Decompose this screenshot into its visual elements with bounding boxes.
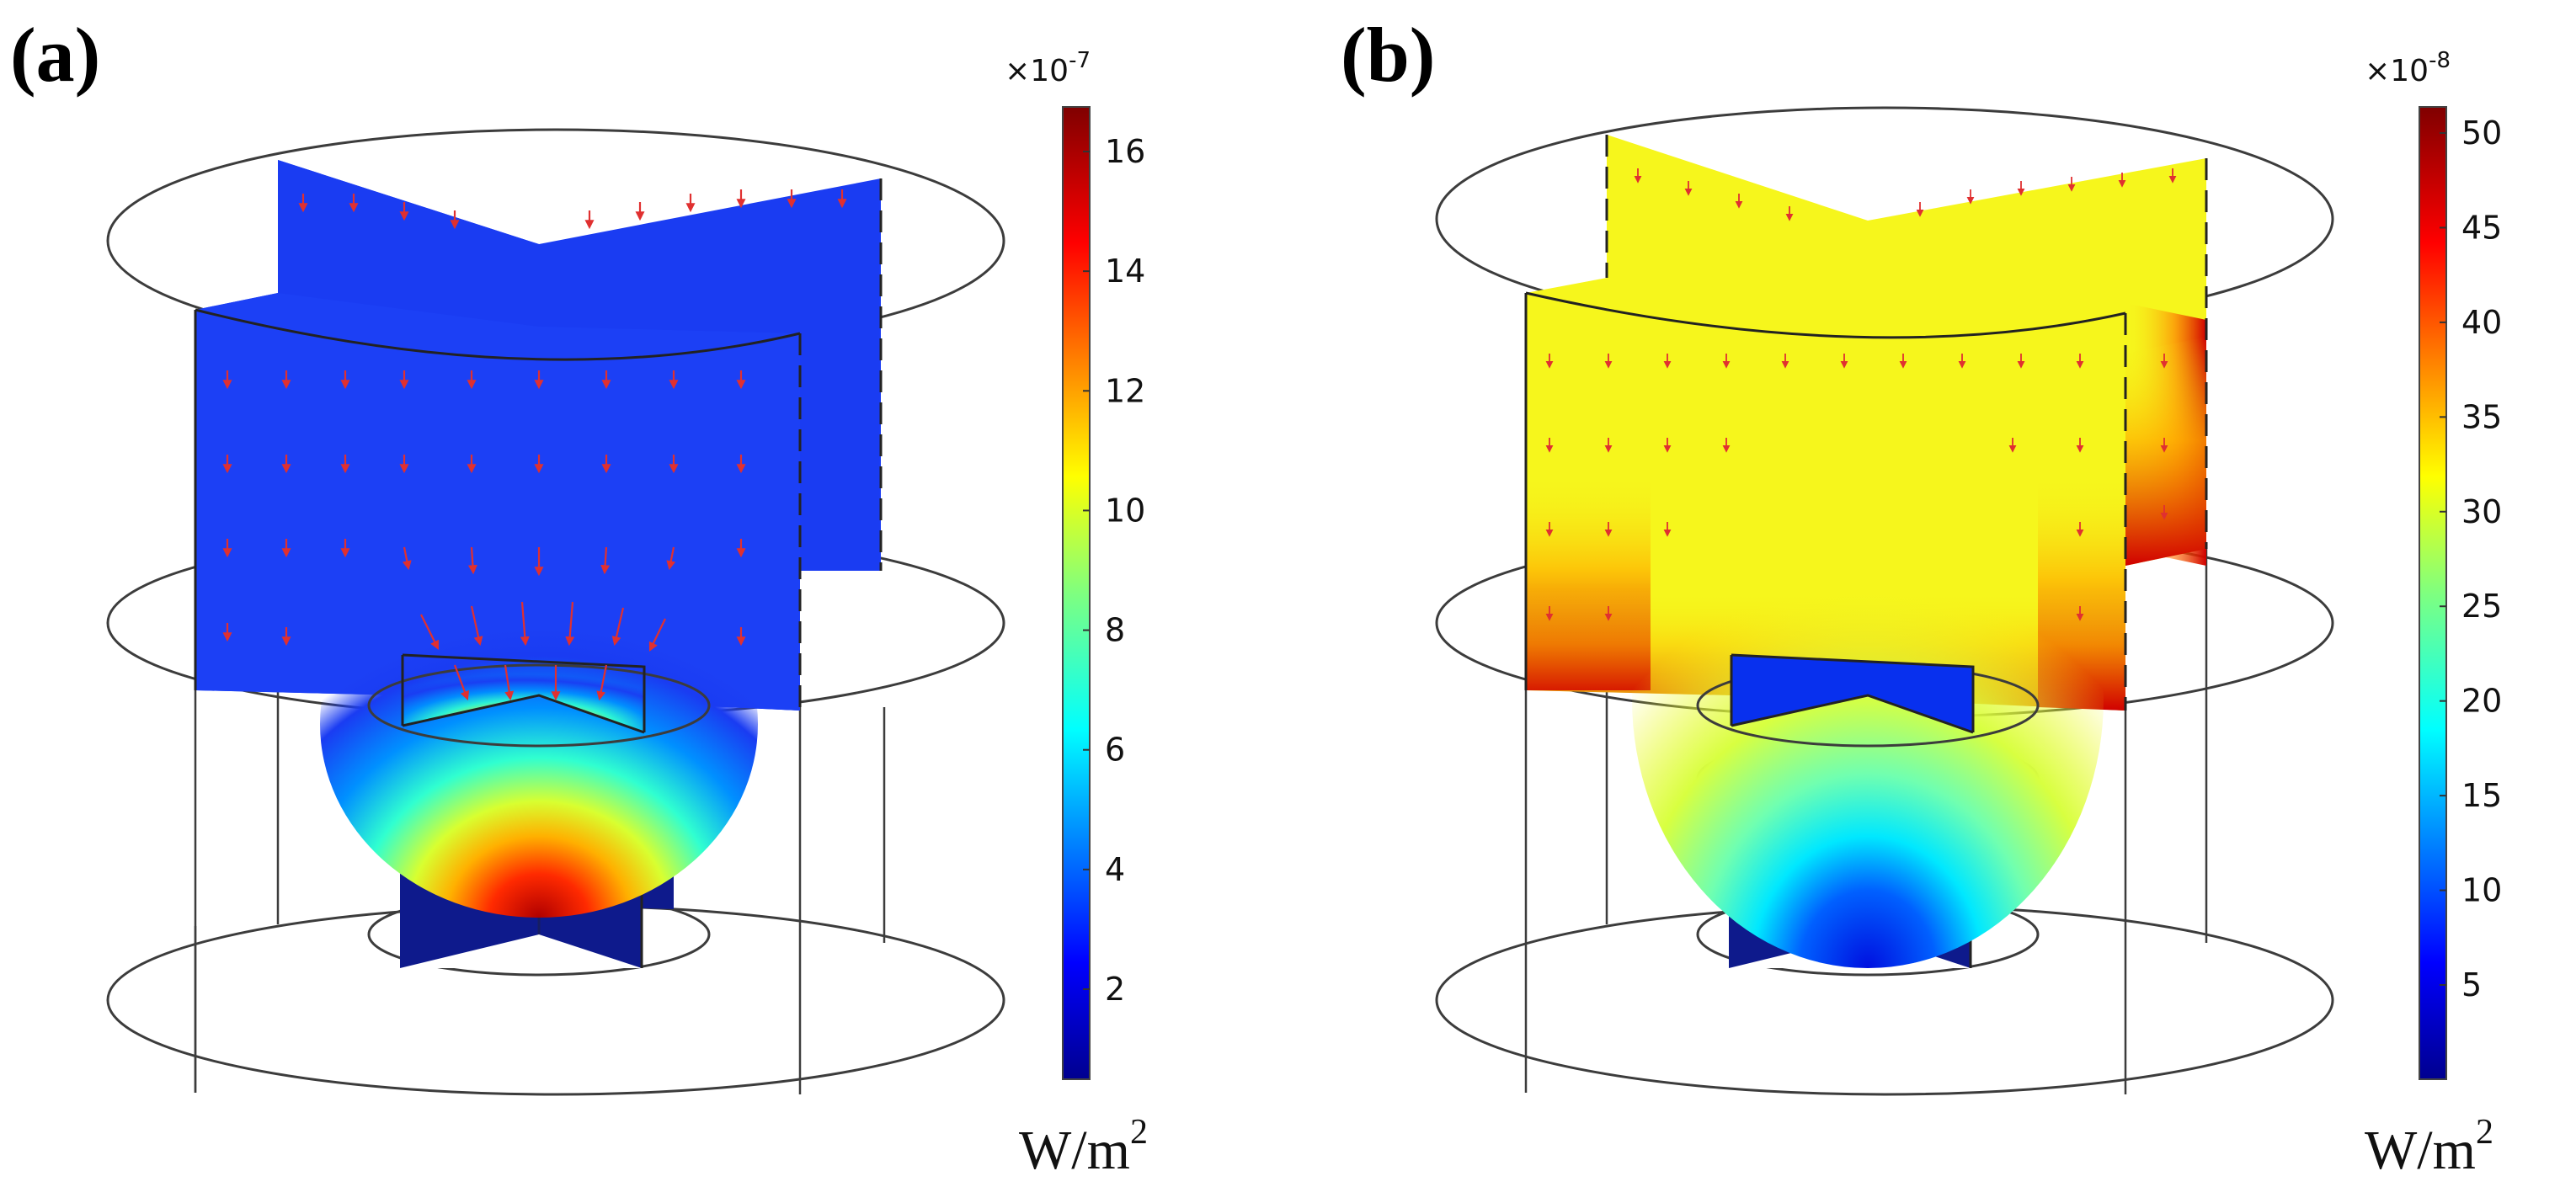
colorbar-tick-label: 2 (1105, 971, 1125, 1008)
panel-a: (a) (10, 12, 1148, 1181)
colorbar-a-exponent: ×10-7 (1005, 48, 1091, 88)
colorbar-tick-label: 25 (2461, 588, 2502, 625)
panel-b: (b) (1341, 12, 2502, 1181)
colorbar-tick-label: 40 (2461, 304, 2502, 341)
colorbar-a-unit: W/m2 (1019, 1113, 1148, 1181)
coldspot-b (1632, 429, 2104, 968)
colorbar-tick-label: 8 (1105, 612, 1125, 649)
colorbar-tick-label: 16 (1105, 133, 1145, 170)
colorbar-b-exponent: ×10-8 (2365, 48, 2451, 88)
colorbar-a: ×10-7 16 14 12 10 8 6 4 2 W/m2 (1005, 48, 1148, 1181)
panel-b-label: (b) (1341, 12, 1435, 98)
colorbar-b-unit: W/m2 (2365, 1113, 2493, 1181)
colorbar-tick-label: 35 (2461, 398, 2502, 435)
colorbar-tick-label: 10 (2461, 872, 2502, 909)
colorbar-tick-label: 6 (1105, 732, 1125, 769)
hotspot-a (320, 530, 758, 918)
panel-a-label: (a) (10, 12, 100, 98)
colorbar-b: ×10-8 50 45 40 35 30 25 20 15 10 5 W/m2 (2365, 48, 2502, 1181)
colorbar-tick-label: 10 (1105, 492, 1145, 529)
colorbar-tick-label: 50 (2461, 114, 2502, 152)
colorbar-tick-label: 45 (2461, 209, 2502, 246)
flux-arrows-b (1545, 168, 2177, 621)
colorbar-tick-label: 4 (1105, 851, 1125, 888)
colorbar-tick-label: 12 (1105, 372, 1145, 409)
colorbar-tick-label: 20 (2461, 683, 2502, 720)
colorbar-tick-label: 15 (2461, 777, 2502, 814)
colorbar-tick-label: 5 (2461, 966, 2482, 1003)
colorbar-tick-label: 14 (1105, 253, 1145, 290)
colorbar-tick-label: 30 (2461, 493, 2502, 530)
flux-arrows-a (222, 189, 847, 701)
